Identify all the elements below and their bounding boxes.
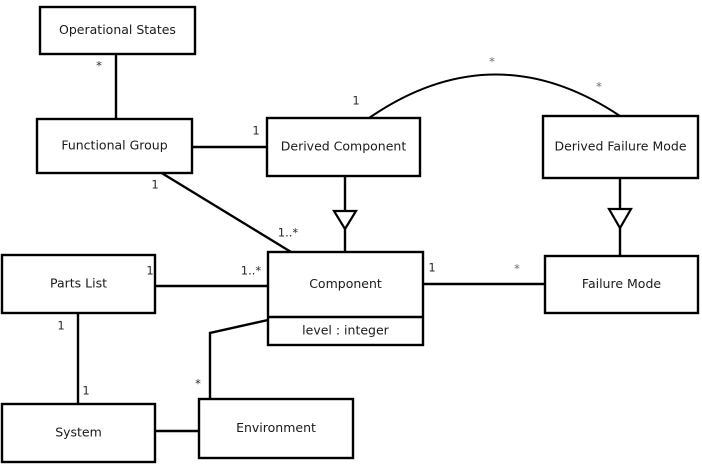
class-node-derived-component[interactable]: Derived Component (265, 116, 422, 178)
class-node-environment[interactable]: Environment (197, 397, 355, 460)
class-node-failure-mode[interactable]: Failure Mode (543, 254, 700, 315)
class-node-operational-states[interactable]: Operational States (38, 5, 197, 56)
multiplicity-label-component--failure-mode-0: 1 (428, 261, 435, 275)
class-box-operational-states[interactable] (38, 5, 197, 56)
class-name-environment: Environment (236, 420, 316, 435)
multiplicity-label-parts-list--system-1: 1 (82, 384, 89, 398)
multiplicity-label-derived-component--derived-failure-mode-2: * (596, 80, 602, 94)
class-name-parts-list: Parts List (50, 276, 107, 291)
class-box-derived-failure-mode[interactable] (541, 114, 700, 180)
class-node-parts-list[interactable]: Parts List (0, 253, 157, 315)
generalization-layer (332, 176, 633, 256)
multiplicity-label-operational-states--functional-group-0: * (96, 59, 102, 73)
multiplicity-label-parts-list--component-0: 1 (146, 264, 153, 278)
multiplicity-label-functional-group--component-1: 1..* (278, 226, 299, 240)
multiplicity-label-parts-list--system-0: 1 (57, 319, 64, 333)
class-box-environment[interactable] (197, 397, 355, 460)
multiplicity-layer: * 1 1 1..* 1 * * 1 1..* 1 * 1 1 * (57, 55, 602, 398)
class-node-component[interactable]: Component level : integer (266, 250, 425, 347)
association-layer (76, 54, 621, 433)
class-box-system[interactable] (0, 402, 157, 464)
multiplicity-label-component--environment-0: * (195, 377, 201, 391)
multiplicity-label-functional-group--component-0: 1 (151, 178, 158, 192)
multiplicity-label-derived-component--derived-failure-mode-0: 1 (352, 94, 359, 108)
class-node-derived-failure-mode[interactable]: Derived Failure Mode (541, 114, 700, 180)
class-box-functional-group[interactable] (35, 117, 194, 175)
multiplicity-label-functional-group--derived-component-0: 1 (252, 124, 259, 138)
class-name-derived-failure-mode: Derived Failure Mode (554, 139, 686, 154)
class-name-derived-component: Derived Component (281, 139, 407, 154)
generalization-arrow-icon-component--derived-component (332, 209, 358, 232)
multiplicity-label-component--failure-mode-1: * (514, 262, 520, 276)
multiplicity-label-derived-component--derived-failure-mode-1: * (489, 55, 495, 69)
association-functional-group--component (159, 170, 292, 254)
class-name-component: Component (309, 276, 382, 291)
multiplicity-label-parts-list--component-1: 1..* (241, 264, 262, 278)
class-box-derived-component[interactable] (265, 116, 422, 178)
class-box-failure-mode[interactable] (543, 254, 700, 315)
class-box-parts-list[interactable] (0, 253, 157, 315)
association-derived-component--derived-failure-mode (368, 73, 621, 119)
association-component--environment (208, 318, 269, 399)
generalization-arrow-icon-failure-mode--derived-failure-mode (607, 207, 633, 231)
class-name-functional-group: Functional Group (61, 138, 167, 153)
class-node-system[interactable]: System (0, 402, 157, 464)
class-box-component[interactable] (266, 250, 425, 347)
class-name-system: System (55, 425, 102, 440)
class-name-operational-states: Operational States (59, 22, 176, 37)
class-name-failure-mode: Failure Mode (582, 276, 661, 291)
class-attribute-component-0: level : integer (302, 323, 389, 338)
class-node-functional-group[interactable]: Functional Group (35, 117, 194, 175)
